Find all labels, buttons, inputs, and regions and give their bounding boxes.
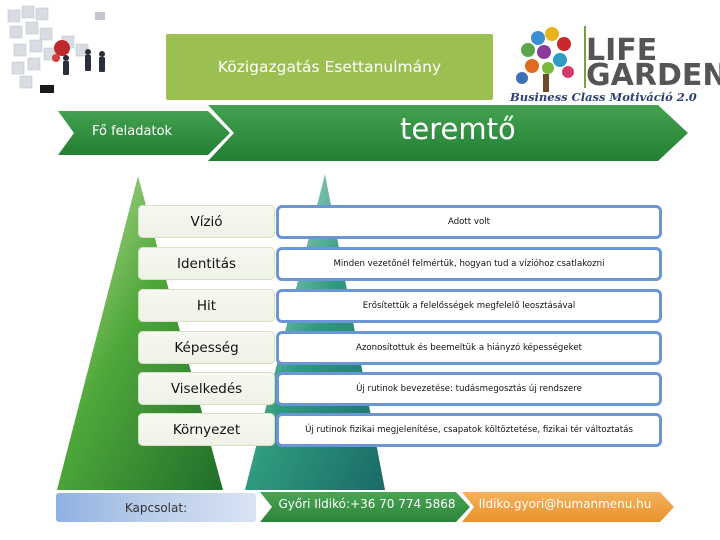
- contact-email[interactable]: Ildiko.gyori@humanmenu.hu: [478, 497, 652, 511]
- level-description-viselkedes: Új rutinok bevezetése: tudásmegosztás új…: [276, 372, 662, 406]
- banner-right-arrow: [208, 105, 688, 161]
- level-description-kepesseg: Azonosítottuk és beemeltük a hiányzó kép…: [276, 331, 662, 365]
- footer-email-arrow: [462, 492, 674, 522]
- logo-wordmark: LIFE GARDEN: [586, 33, 720, 93]
- level-description-kornyezet: Új rutinok fizikai megjelenítése, csapat…: [276, 413, 662, 447]
- level-description-identitas: Minden vezetőnél felmértük, hogyan tud a…: [276, 247, 662, 281]
- footer-phone-arrow: [260, 492, 470, 522]
- business-people-puzzle-illustration: [7, 5, 105, 93]
- footer-arrows: [260, 492, 674, 522]
- banner-left-arrow: [58, 111, 230, 155]
- life-garden-logo: [516, 26, 586, 92]
- level-label-kornyezet: Környezet: [138, 413, 275, 446]
- contact-label: Kapcsolat:: [56, 493, 256, 522]
- logo-tagline: Business Class Motiváció 2.0: [510, 90, 697, 104]
- contact-phone: Győri Ildikó:+36 70 774 5868: [278, 497, 456, 511]
- level-label-hit: Hit: [138, 289, 275, 322]
- banner-left-label: Fő feladatok: [92, 124, 173, 139]
- level-label-identitas: Identitás: [138, 247, 275, 280]
- logo-line-2: GARDEN: [586, 58, 720, 93]
- logo-line-1: LIFE: [586, 33, 658, 68]
- level-description-hit: Erősítettük a felelősségek megfelelő leo…: [276, 289, 662, 323]
- page-title: Közigazgatás Esettanulmány: [166, 34, 493, 100]
- banner-right-label: teremtő: [400, 112, 516, 146]
- level-description-vizio: Adott volt: [276, 205, 662, 239]
- level-label-vizio: Vízió: [138, 205, 275, 238]
- level-label-kepesseg: Képesség: [138, 331, 275, 364]
- header-banner: [58, 105, 688, 161]
- level-label-viselkedes: Viselkedés: [138, 372, 275, 405]
